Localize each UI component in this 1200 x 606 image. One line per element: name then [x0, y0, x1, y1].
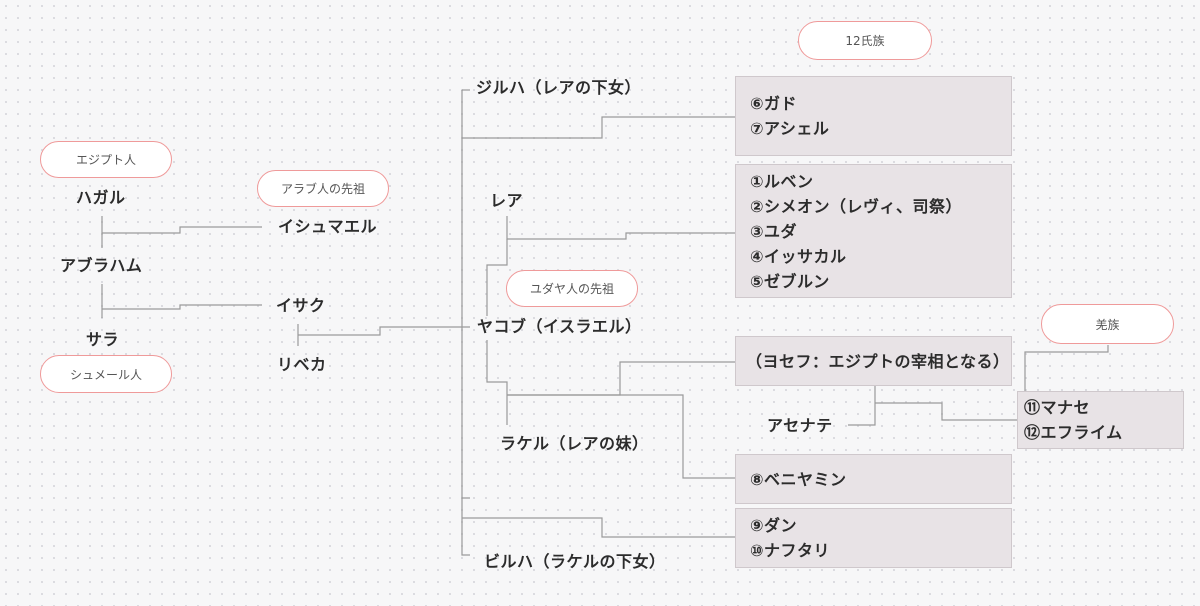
person-sarah: サラ: [86, 330, 120, 349]
tag-arab-ancestor: アラブ人の先祖: [257, 170, 389, 207]
isaac-rebekah-bracket: [297, 324, 470, 346]
son-ephraim: ⑫エフライム: [1024, 423, 1123, 442]
person-isaac: イサク: [276, 296, 326, 315]
joseph-connector: [507, 361, 735, 396]
person-jacob: ヤコブ（イスラエル）: [477, 317, 642, 336]
ishmael-connector: [102, 226, 262, 234]
person-ishmael: イシュマエル: [278, 217, 378, 236]
son-simeon: ②シメオン（レヴィ、司祭）: [750, 196, 963, 216]
person-zilpah: ジルハ（レアの下女）: [476, 78, 642, 97]
person-bilhah: ビルハ（ラケルの下女）: [484, 552, 666, 571]
box-joseph-sons: ⑪マナセ ⑫エフライム: [1017, 391, 1184, 449]
box-benjamin: ⑧ベニヤミン: [735, 454, 1012, 504]
person-leah: レア: [490, 191, 524, 210]
box-leah-sons: ①ルベン ②シメオン（レヴィ、司祭） ③ユダ ④イッサカル ⑤ゼブルン: [735, 164, 1012, 298]
tag-twelve-tribes: 12氏族: [798, 21, 932, 60]
tag-subtribe: 羌族: [1041, 304, 1174, 344]
tag-sumerian: シュメール人: [40, 355, 172, 393]
zilpah-sons-connector: [462, 116, 735, 139]
son-joseph: （ヨセフ：エジプトの宰相となる）: [746, 351, 1010, 371]
jacob-trunk: [461, 90, 470, 499]
son-manasseh: ⑪マナセ: [1024, 398, 1091, 417]
subtribe-link: [1024, 345, 1109, 400]
person-rebekah: リベカ: [277, 355, 327, 374]
person-rachel: ラケル（レアの妹）: [500, 434, 649, 453]
son-issachar: ④イッサカル: [750, 246, 847, 266]
son-benjamin: ⑧ベニヤミン: [750, 469, 847, 489]
joseph-sons-connector: [875, 402, 1017, 421]
son-zebulun: ⑤ゼブルン: [750, 271, 830, 291]
son-dan: ⑨ダン: [750, 516, 798, 535]
bilhah-stub: [461, 498, 470, 556]
joseph-asenath-connector: [848, 386, 876, 426]
tag-jewish-ancestor: ユダヤ人の先祖: [506, 270, 638, 307]
rachel-branch: [486, 340, 508, 425]
isaac-connector: [102, 304, 262, 310]
son-reuben: ①ルベン: [750, 171, 814, 191]
benjamin-connector: [507, 394, 735, 479]
leah-jacob-link: [486, 239, 508, 316]
person-hagar: ハガル: [76, 188, 126, 207]
son-gad: ⑥ガド: [750, 94, 798, 113]
box-bilhah-sons: ⑨ダン ⑩ナフタリ: [735, 508, 1012, 568]
person-asenath: アセナテ: [767, 416, 833, 435]
box-joseph: （ヨセフ：エジプトの宰相となる）: [735, 336, 1012, 386]
bilhah-sons-connector: [462, 517, 735, 538]
box-zilpah-sons: ⑥ガド ⑦アシェル: [735, 76, 1012, 156]
leah-branch: [506, 216, 735, 240]
son-naphtali: ⑩ナフタリ: [750, 541, 831, 560]
tag-egyptian: エジプト人: [40, 141, 172, 178]
son-asher: ⑦アシェル: [750, 119, 830, 138]
son-judah: ③ユダ: [750, 221, 798, 241]
person-abraham: アブラハム: [60, 256, 143, 275]
